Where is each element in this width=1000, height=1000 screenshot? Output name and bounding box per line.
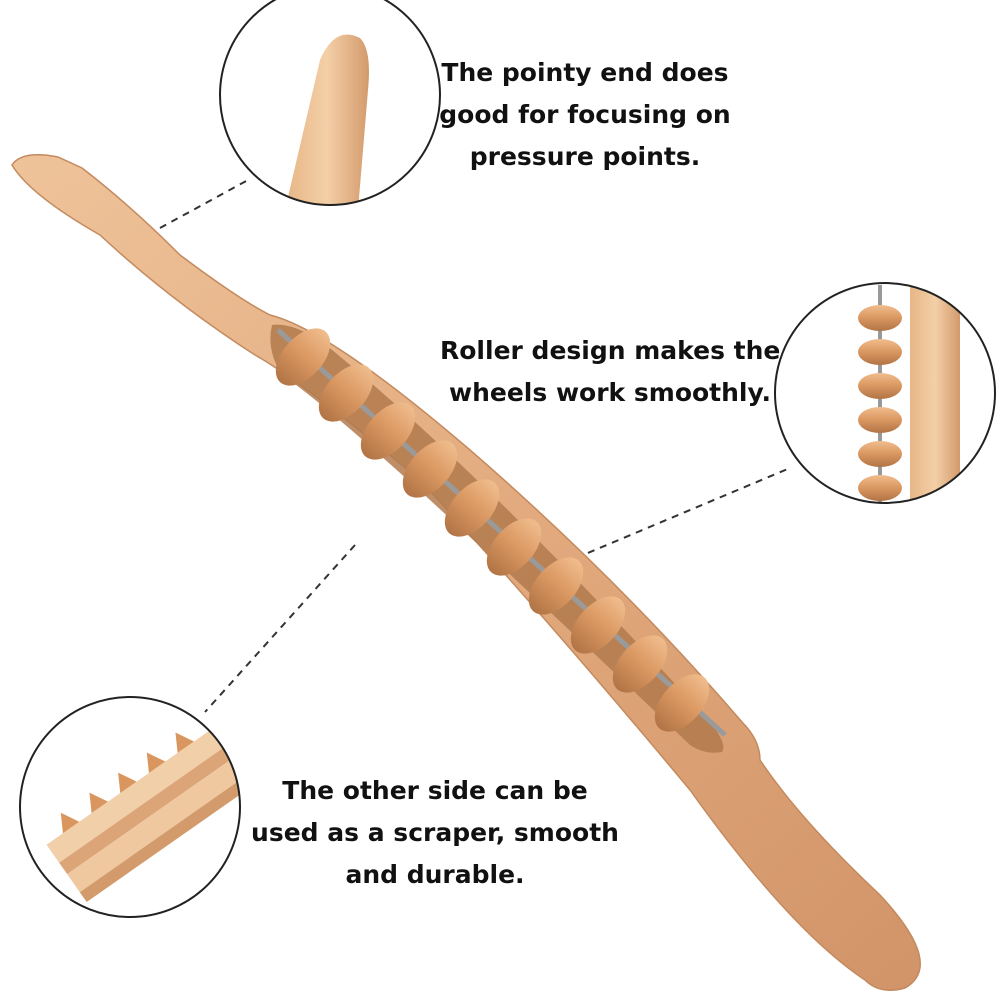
roller-beads (275, 328, 710, 732)
caption-line: wheels work smoothly. (449, 378, 771, 407)
detail-circle-pointy-end (219, 0, 441, 206)
roller-closeup (858, 305, 902, 501)
roller-bead (612, 635, 668, 693)
detail-circle-roller (774, 282, 996, 504)
scraper-side-closeup (46, 729, 240, 903)
caption-line: pressure points. (469, 142, 701, 171)
caption-line: Roller design makes the (440, 336, 781, 365)
roller-bead (275, 328, 331, 386)
roller-bead (444, 479, 500, 537)
caption-roller: Roller design makes the wheels work smoo… (440, 330, 780, 414)
roller-bead (318, 364, 374, 422)
caption-line: and durable. (345, 860, 525, 889)
caption-line: good for focusing on (439, 100, 731, 129)
roller-bead (402, 440, 458, 498)
leader-line-top (159, 179, 249, 229)
leader-line-bottom (204, 544, 356, 713)
massage-stick (11, 154, 921, 991)
caption-other-side: The other side can be used as a scraper,… (250, 770, 620, 896)
caption-line: used as a scraper, smooth (251, 818, 619, 847)
caption-line: The pointy end does (441, 58, 729, 87)
leader-line-mid (551, 467, 791, 569)
roller-bead (570, 596, 626, 654)
roller-bead (528, 557, 584, 615)
roller-bead (654, 674, 710, 732)
roller-bead (360, 402, 416, 460)
caption-line: The other side can be (282, 776, 588, 805)
roller-bead (486, 518, 542, 576)
pointy-end-closeup (285, 34, 369, 205)
caption-pointy-end: The pointy end does good for focusing on… (430, 52, 740, 178)
detail-circle-scraper (19, 696, 241, 918)
leader-lines (159, 179, 791, 713)
